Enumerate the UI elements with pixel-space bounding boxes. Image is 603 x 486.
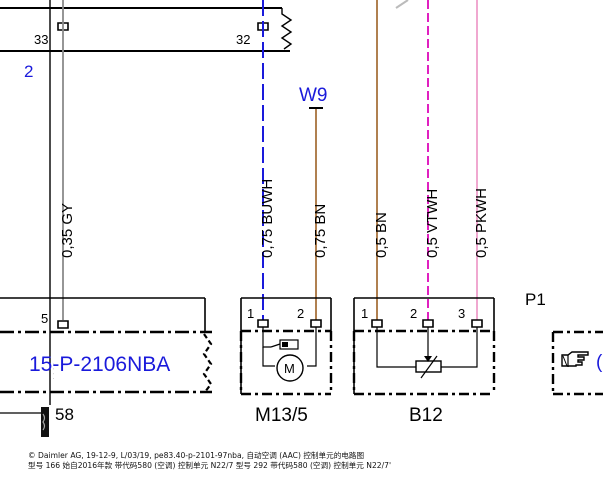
wire-label-buwh: 0,75 BUWH (259, 179, 276, 258)
motor-pin-1-socket (257, 319, 269, 328)
left-module-pin-5 (57, 320, 69, 329)
motor-pin-2-socket (310, 319, 322, 328)
right-module-name: P1 (525, 290, 546, 309)
sensor-b12: 1 2 3 B12 (352, 297, 496, 426)
sensor-pin-1-socket (371, 319, 383, 328)
hand-pointer-icon (561, 351, 589, 367)
svg-text:(: ( (596, 352, 603, 373)
partial-blue-label: 2 (24, 62, 33, 81)
motor-m13-5: 1 2 M M13/5 (239, 297, 333, 426)
watermark-mark: · · · · (49, 363, 58, 380)
ground-58-icon (41, 407, 49, 437)
motor-symbol-text: M (284, 361, 295, 376)
sensor-pin-2-label: 2 (410, 306, 417, 321)
ground-w9-label: W9 (299, 85, 328, 106)
footer-copyright-line: © Daimler AG, 19-12-9, L/03/19, pe83.40-… (28, 451, 365, 460)
motor-name: M13/5 (255, 405, 308, 426)
sensor-name: B12 (409, 405, 443, 426)
top-connector-block: 33 32 2 (0, 7, 293, 81)
pin-32-socket (257, 22, 269, 31)
wire-label-bn-sensor: 0,5 BN (373, 212, 390, 258)
ground-58-label: 58 (55, 405, 74, 424)
motor-pin-2-label: 2 (297, 306, 304, 321)
sensor-pin-3-socket (471, 319, 483, 328)
wire-label-vtwh: 0,5 VTWH (424, 189, 441, 258)
wire-label-pkwh: 0,5 PKWH (473, 188, 490, 258)
motor-pin-1-label: 1 (247, 306, 254, 321)
wire-diagonal-fragment (395, 0, 409, 9)
left-module: 5 15-P-2106NBA · · · · (0, 297, 213, 394)
pin-33-socket (57, 22, 69, 31)
break-mark (280, 8, 293, 50)
ground-connector-58: 58 (0, 405, 74, 437)
sensor-pin-1-label: 1 (361, 306, 368, 321)
left-module-break (202, 333, 213, 393)
potentiometer-icon (415, 360, 442, 373)
motor-symbol-icon (276, 354, 304, 382)
sensor-pin-3-label: 3 (458, 306, 465, 321)
left-module-code: 15-P-2106NBA (29, 353, 170, 376)
right-module-p1: P1 ( (525, 290, 603, 396)
wire-labels: 0,35 GY 0,75 BUWH 0,75 BN 0,5 BN 0,5 VTW… (59, 179, 490, 258)
left-module-pin-label: 5 (41, 311, 48, 326)
wire-label-gy: 0,35 GY (59, 203, 76, 258)
sensor-pin-2-socket (422, 319, 434, 328)
pin-33-label: 33 (34, 32, 48, 47)
pin-32-label: 32 (236, 32, 250, 47)
wire-label-bn-motor: 0,75 BN (312, 204, 329, 258)
footer-model-line: 型号 166 始自2016年款 带代码580 (空调) 控制单元 N22/7 型… (28, 461, 392, 470)
